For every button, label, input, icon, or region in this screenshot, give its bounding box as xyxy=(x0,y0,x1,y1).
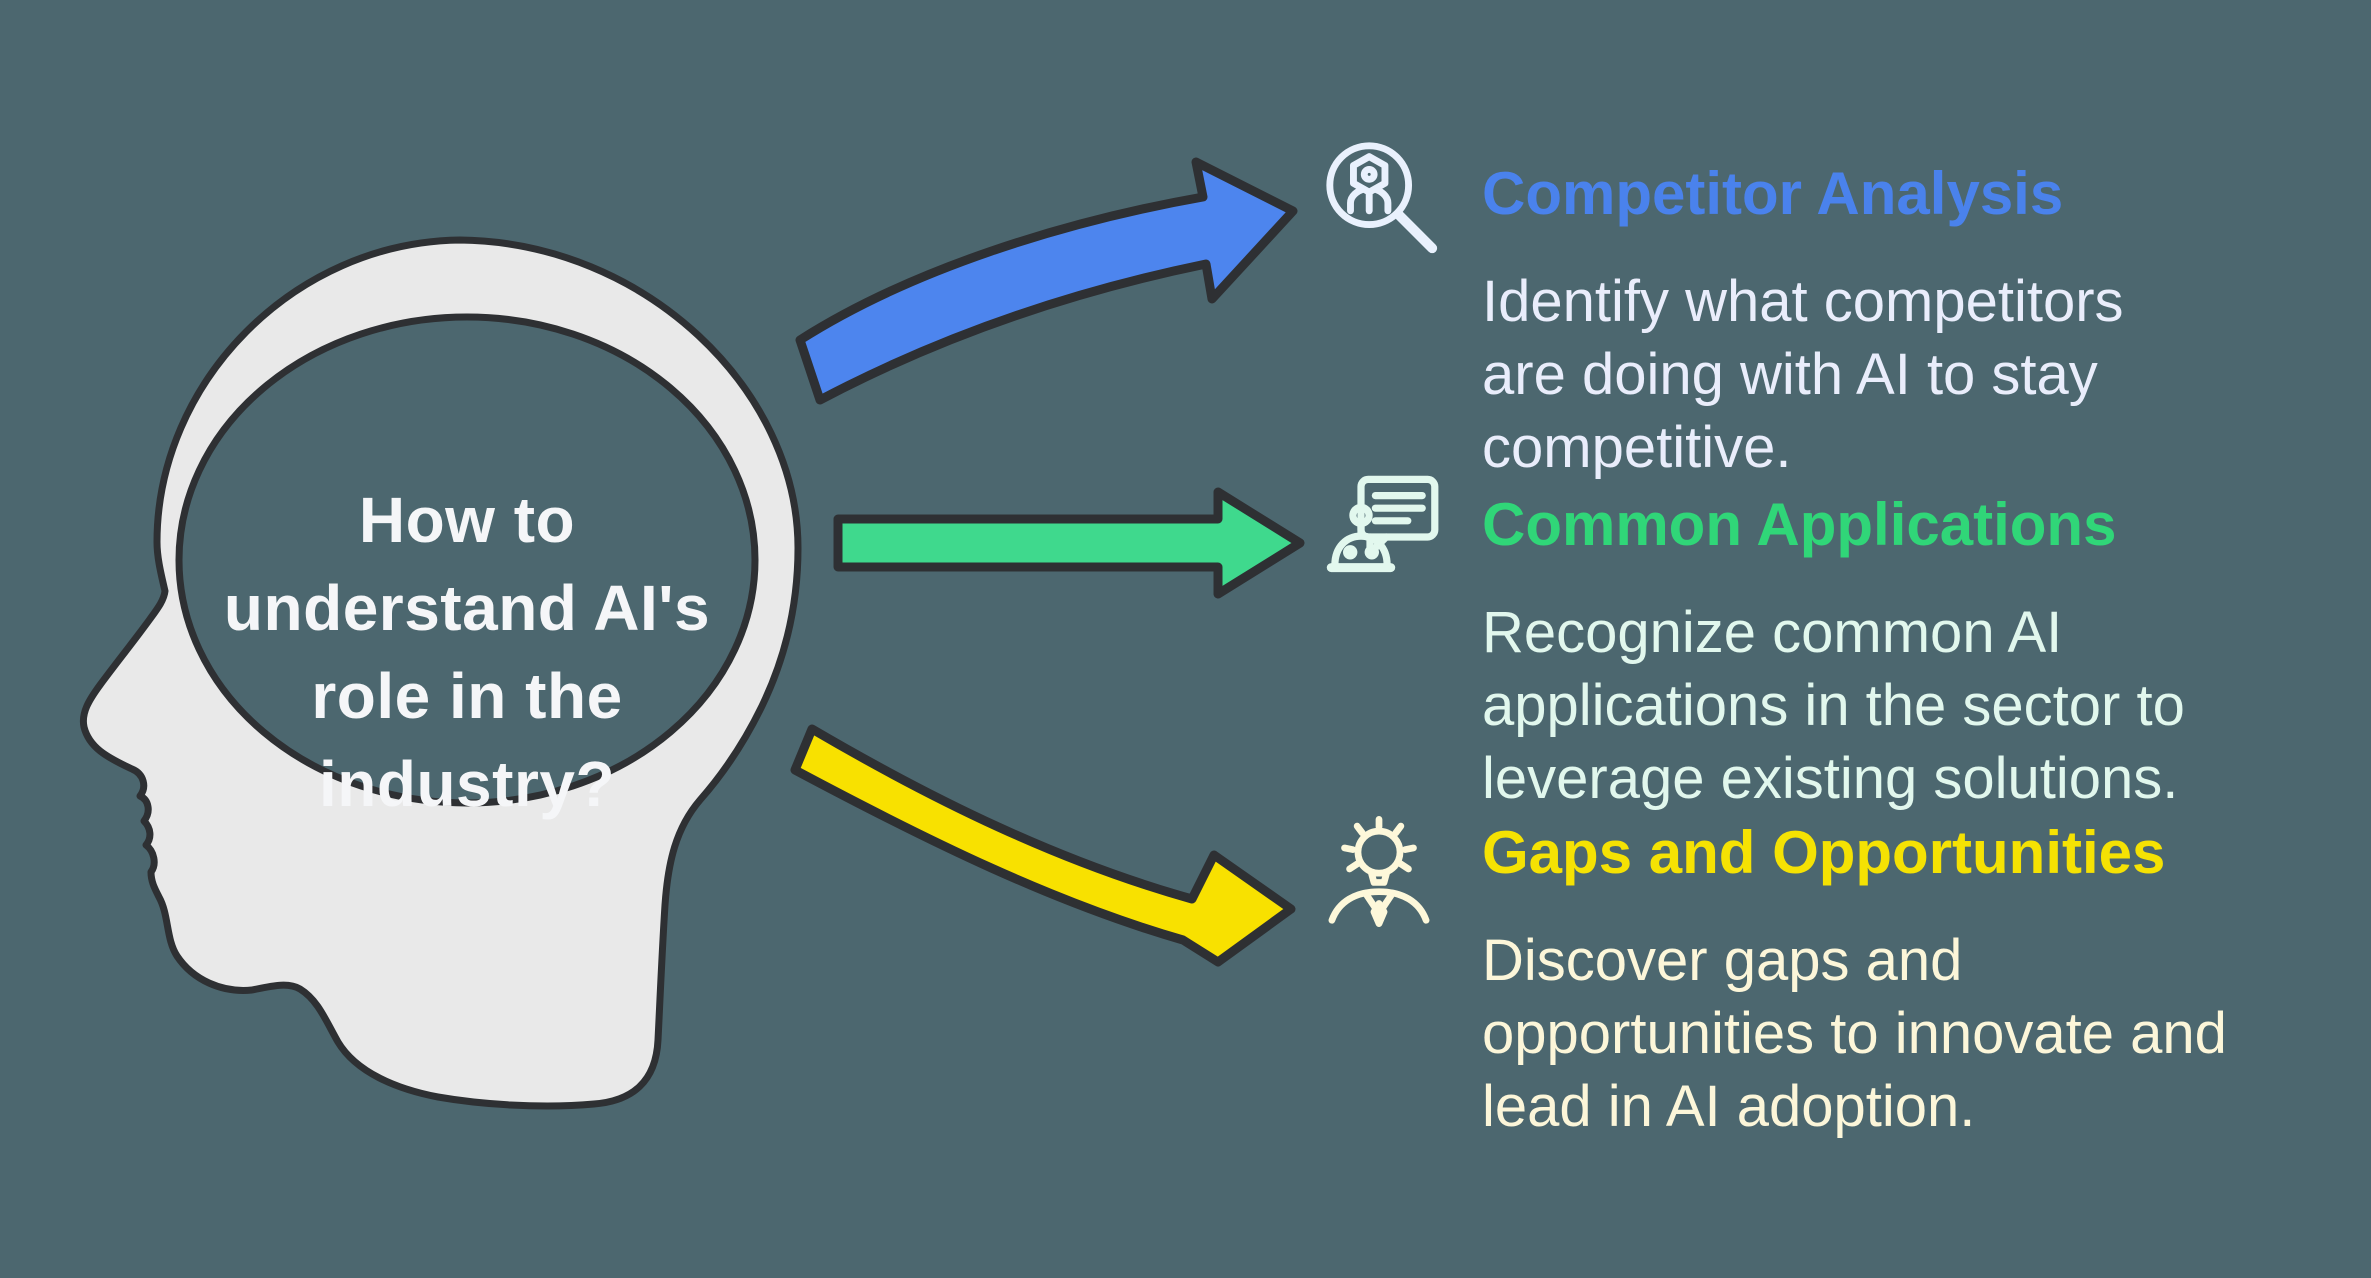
central-question: How to understand AI's role in the indus… xyxy=(165,476,769,828)
chatbot-icon xyxy=(1326,475,1439,573)
section-title: Common Applications xyxy=(1482,491,2117,558)
section-description: Identify what competitors are doing with… xyxy=(1482,265,2322,484)
question-line: understand AI's xyxy=(223,572,711,644)
section-description-line: Recognize common AI xyxy=(1482,600,2063,665)
section-description-line: Discover gaps and xyxy=(1482,928,1963,993)
section-description-line: lead in AI adoption. xyxy=(1482,1074,1976,1139)
section-common-applications: Common Applications Recognize common AI … xyxy=(1482,494,2322,815)
idea-person-icon xyxy=(1328,816,1430,927)
section-title: Gaps and Opportunities xyxy=(1482,819,2166,886)
question-line: role in the xyxy=(311,660,623,732)
section-description-line: applications in the sector to xyxy=(1482,673,2185,738)
magnifier-person-icon xyxy=(1326,142,1438,254)
section-description-line: are doing with AI to stay xyxy=(1482,342,2098,407)
section-description-line: opportunities to innovate and xyxy=(1482,1001,2227,1066)
section-gaps-and-opportunities: Gaps and Opportunities Discover gaps and… xyxy=(1482,822,2322,1143)
section-description: Discover gaps and opportunities to innov… xyxy=(1482,924,2322,1143)
arrow-competitor-analysis xyxy=(795,157,1298,405)
section-description-line: leverage existing solutions. xyxy=(1482,746,2179,811)
section-description-line: Identify what competitors xyxy=(1482,269,2124,334)
brain-circle xyxy=(175,313,759,807)
section-competitor-analysis: Competitor Analysis Identify what compet… xyxy=(1482,163,2322,484)
section-description-line: competitive. xyxy=(1482,415,1792,480)
section-description: Recognize common AI applications in the … xyxy=(1482,596,2322,815)
question-line: industry? xyxy=(318,748,616,820)
section-title: Competitor Analysis xyxy=(1482,160,2064,227)
arrow-common-applications xyxy=(833,487,1305,599)
question-line: How to xyxy=(358,484,576,556)
arrow-gaps-opportunities xyxy=(790,724,1296,967)
